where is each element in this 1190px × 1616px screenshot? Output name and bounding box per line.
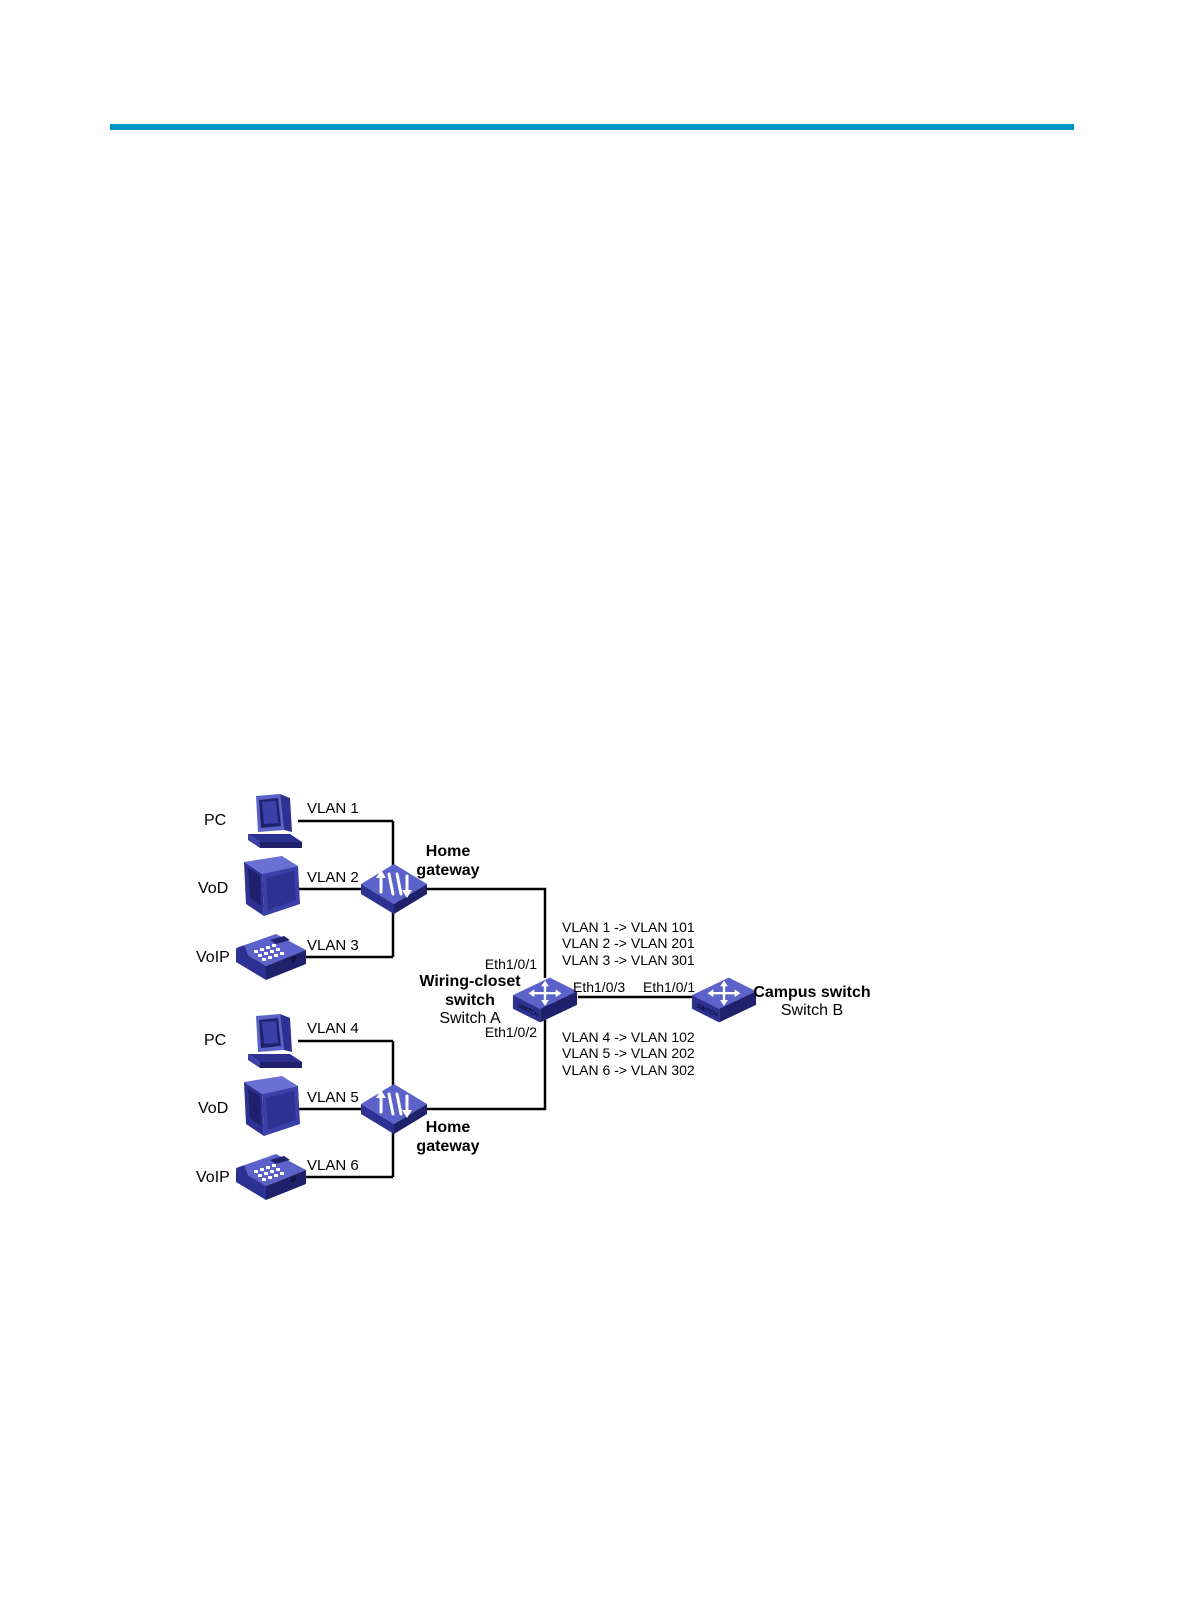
device-label-voip: VoIP [196, 949, 230, 966]
vlan-mapping: VLAN 2 -> VLAN 201 [562, 935, 695, 951]
uplink-port-label: Eth1/0/3 [573, 979, 625, 995]
device-label-vod: VoD [198, 1100, 228, 1117]
switch-a-name: Switch A [439, 1010, 501, 1027]
ip-phone-icon [236, 934, 306, 980]
port-label: Eth1/0/1 [485, 956, 537, 972]
switch-a-icon [511, 976, 579, 1024]
vlan-label: VLAN 1 [307, 800, 359, 817]
vlan-label: VLAN 6 [307, 1157, 359, 1174]
gateway-label: gateway [416, 1138, 479, 1155]
top-rule [110, 124, 1074, 130]
port-label: Eth1/0/2 [485, 1024, 537, 1040]
switch-b-icon [690, 976, 758, 1024]
switch-b-port-label: Eth1/0/1 [643, 979, 695, 995]
switch-b: Eth1/0/1 Campus switch Switch B [643, 976, 871, 1024]
vlan-mapping: VLAN 5 -> VLAN 202 [562, 1045, 695, 1061]
vlan-label: VLAN 4 [307, 1020, 359, 1037]
link-gw2-to-switch-a [425, 1020, 547, 1111]
device-label-pc: PC [204, 812, 226, 829]
group-1: PC VoD VoIP VLAN 1 VLAN 2 VLAN 3 Home ga… [196, 794, 695, 980]
gateway-label: gateway [416, 862, 479, 879]
gateway-label: Home [426, 1119, 471, 1136]
vlan-mapping: VLAN 6 -> VLAN 302 [562, 1062, 695, 1078]
device-label-voip: VoIP [196, 1169, 230, 1186]
vlan-mapping: VLAN 4 -> VLAN 102 [562, 1029, 695, 1045]
ip-phone-icon [236, 1154, 306, 1200]
vlan-mapping: VLAN 3 -> VLAN 301 [562, 952, 695, 968]
tv-icon [244, 856, 300, 916]
vlan-mapping: VLAN 1 -> VLAN 101 [562, 919, 695, 935]
home-gateway-icon [359, 1082, 429, 1136]
switch-b-name: Switch B [781, 1002, 843, 1019]
vlan-label: VLAN 5 [307, 1089, 359, 1106]
device-label-vod: VoD [198, 880, 228, 897]
connection-lines [298, 819, 695, 1179]
switch-a: Wiring-closet switch Switch A Eth1/0/3 [419, 973, 625, 1027]
gateway-label: Home [426, 843, 471, 860]
switch-a-label: Wiring-closet [419, 973, 521, 990]
pc-icon [248, 1014, 302, 1068]
device-label-pc: PC [204, 1032, 226, 1049]
tv-icon [244, 1076, 300, 1136]
vlan-label: VLAN 2 [307, 869, 359, 886]
switch-a-label: switch [445, 992, 495, 1009]
group-2: PC VoD VoIP VLAN 4 VLAN 5 VLAN 6 Home ga… [196, 1014, 695, 1200]
pc-icon [248, 794, 302, 848]
vlan-label: VLAN 3 [307, 937, 359, 954]
link-gw1-to-switch-a [425, 887, 547, 978]
switch-b-label: Campus switch [753, 984, 870, 1001]
